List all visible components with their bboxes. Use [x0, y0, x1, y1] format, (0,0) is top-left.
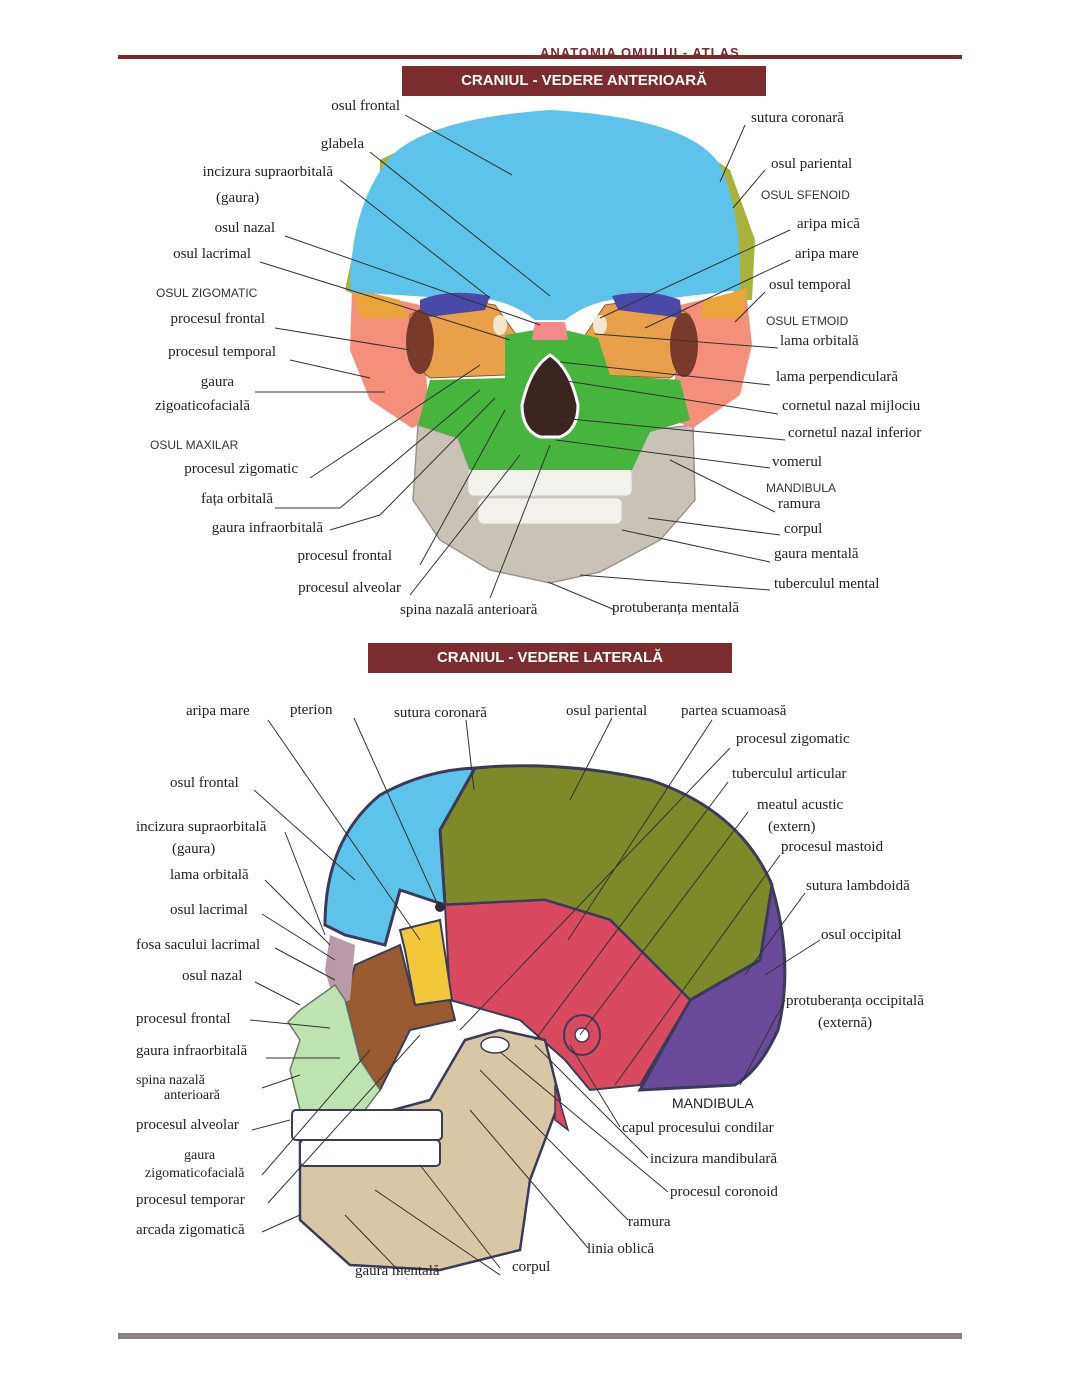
label-osul-parietal: osul pariental: [771, 156, 853, 172]
label-incizura-supraorbitala: incizura supraorbitală: [202, 164, 333, 180]
bottom-rule: [118, 1333, 962, 1339]
label-fata-orbitala: fața orbitală: [200, 491, 273, 507]
label-aripa-mare: aripa mare: [795, 246, 859, 262]
label-procesul-zigomatic: procesul zigomatic: [184, 461, 298, 477]
label-tuberculul-mental: tuberculul mental: [774, 576, 880, 592]
label-sutura-lambdoida: sutura lambdoidă: [806, 878, 910, 894]
label-lat-sutura-coronara: sutura coronară: [394, 705, 487, 721]
label-partea-scuamoasa: partea scuamoasă: [681, 703, 787, 719]
label-protuberanta-mentala: protuberanța mentală: [612, 600, 740, 616]
label-extern: (extern): [768, 819, 816, 835]
label-lat-spina: spina nazală: [136, 1073, 205, 1088]
label-lat-procesul-frontal: procesul frontal: [136, 1011, 231, 1027]
label-lat-aripa-mare: aripa mare: [186, 703, 250, 719]
lateral-title: CRANIUL - VEDERE LATERALĂ: [368, 643, 732, 673]
label-lat-procesul-zigomatic: procesul zigomatic: [736, 731, 850, 747]
label-procesul-frontal: procesul frontal: [170, 311, 265, 327]
label-osul-frontal: osul frontal: [331, 98, 400, 114]
label-lama-orbitala: lama orbitală: [780, 333, 859, 349]
running-head: ANATOMIA OMULUI - ATLAS: [540, 45, 740, 60]
label-lat-anterioara: anterioară: [164, 1088, 220, 1103]
anterior-title: CRANIUL - VEDERE ANTERIOARĂ: [402, 66, 766, 96]
label-zigoaticofaciala: zigoaticofacială: [155, 398, 250, 414]
label-gaura-2: gaura: [200, 374, 234, 390]
label-osul-nazal: osul nazal: [214, 220, 275, 236]
label-procesul-temporar: procesul temporar: [136, 1192, 245, 1208]
label-externa: (externă): [818, 1015, 873, 1031]
label-sutura-coronara: sutura coronară: [751, 110, 844, 126]
label-protuberanta-occipitala: protuberanța occipitală: [786, 993, 924, 1009]
label-lat-gaura-2: gaura: [184, 1148, 216, 1163]
label-procesul-coronoid: procesul coronoid: [670, 1184, 778, 1200]
label-aripa-mica: aripa mică: [797, 216, 860, 232]
label-corpul: corpul: [784, 521, 823, 537]
label-mandibula: MANDIBULA: [766, 481, 837, 495]
label-osul-maxilar: OSUL MAXILAR: [150, 438, 239, 452]
label-linia-oblica: linia oblică: [587, 1241, 655, 1257]
label-lat-ramura: ramura: [628, 1214, 671, 1230]
label-glabela: glabela: [320, 136, 364, 152]
label-incizura-mandibulara: incizura mandibulară: [650, 1151, 778, 1167]
label-lat-lama-orbitala: lama orbitală: [170, 867, 249, 883]
top-rule: [118, 55, 962, 59]
label-vomerul: vomerul: [772, 454, 822, 470]
label-lat-osul-nazal: osul nazal: [182, 968, 243, 984]
label-gaura: (gaura): [216, 190, 260, 206]
label-tuberculul-articular: tuberculul articular: [732, 766, 847, 782]
label-osul-lacrimal: osul lacrimal: [173, 246, 251, 262]
label-lat-osul-parietal: osul pariental: [566, 703, 648, 719]
label-osul-sfenoid: OSUL SFENOID: [761, 188, 850, 202]
label-lat-corpul: corpul: [512, 1259, 551, 1275]
label-gaura-infraorbitala: gaura infraorbitală: [211, 520, 323, 536]
label-lat-gaura-infraorbitala: gaura infraorbitală: [136, 1043, 248, 1059]
label-osul-temporal: osul temporal: [769, 277, 852, 293]
label-lat-procesul-alveolar: procesul alveolar: [136, 1117, 239, 1133]
label-fosa-sacului: fosa sacului lacrimal: [136, 937, 261, 953]
label-zigomaticofaciala: zigomaticofacială: [145, 1166, 245, 1181]
label-procesul-mastoid: procesul mastoid: [781, 839, 884, 855]
label-meatul-acustic: meatul acustic: [757, 797, 844, 813]
label-spina-nazala: spina nazală anterioară: [400, 602, 538, 618]
label-ramura: ramura: [778, 496, 821, 512]
label-lat-osul-frontal: osul frontal: [170, 775, 239, 791]
label-cornetul-inferior: cornetul nazal inferior: [788, 425, 922, 441]
label-lat-incizura: incizura supraorbitală: [136, 819, 267, 835]
label-gaura-mentala: gaura mentală: [774, 546, 859, 562]
label-osul-zigomatic: OSUL ZIGOMATIC: [156, 286, 258, 300]
label-capul-procesului: capul procesului condilar: [622, 1120, 774, 1136]
label-lat-mandibula: MANDIBULA: [672, 1095, 754, 1111]
label-procesul-temporal: procesul temporal: [168, 344, 276, 360]
label-cornetul-mijlociu: cornetul nazal mijlociu: [782, 398, 921, 414]
label-osul-etmoid: OSUL ETMOID: [766, 314, 849, 328]
label-osul-occipital: osul occipital: [821, 927, 902, 943]
label-lat-gaura: (gaura): [172, 841, 216, 857]
label-procesul-alveolar: procesul alveolar: [298, 580, 401, 596]
label-pterion: pterion: [290, 702, 333, 718]
label-lat-gaura-mentala: gaura mentală: [355, 1263, 440, 1279]
label-lama-perpendiculara: lama perpendiculară: [776, 369, 899, 385]
label-procesul-frontal-2: procesul frontal: [297, 548, 392, 564]
label-arcada-zigomatica: arcada zigomatică: [136, 1222, 245, 1238]
label-lat-osul-lacrimal: osul lacrimal: [170, 902, 248, 918]
